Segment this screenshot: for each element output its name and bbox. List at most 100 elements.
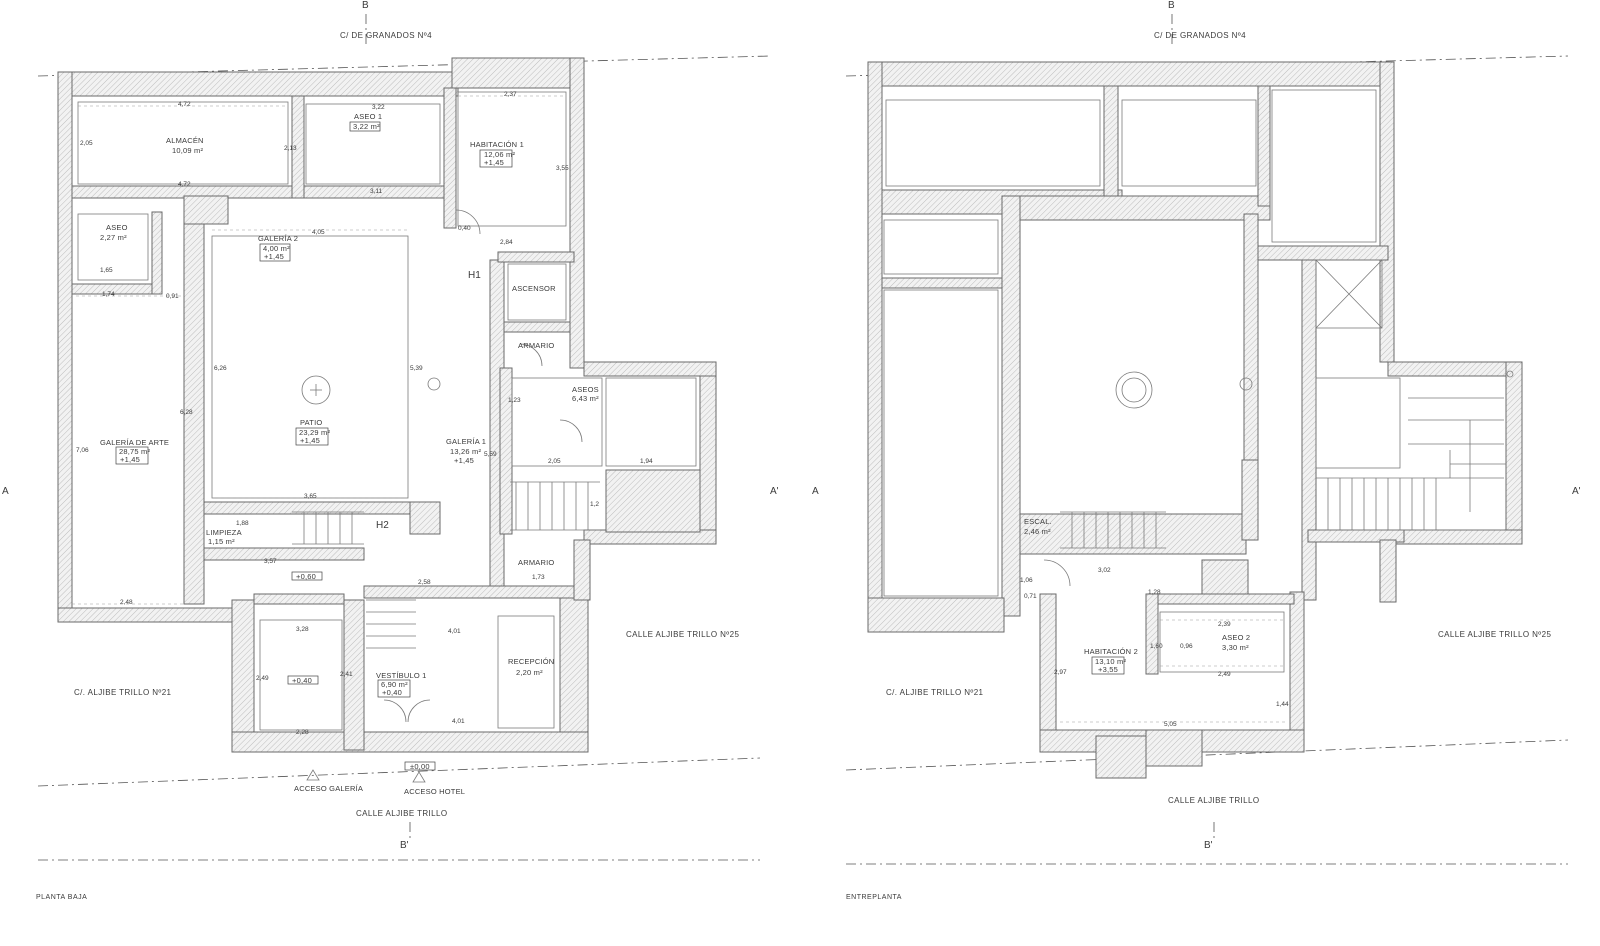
room-galeria-arte-name: GALERÍA DE ARTE bbox=[100, 438, 169, 447]
street-level-value: ±0,00 bbox=[410, 762, 430, 771]
street-top-label-right: C/ DE GRANADOS Nº4 bbox=[1154, 31, 1246, 40]
room-aseo-name: ASEO bbox=[106, 223, 128, 232]
room-patio-level: +1,45 bbox=[300, 436, 320, 445]
wall-gallery-access-north bbox=[253, 593, 345, 605]
room-hab1-area: 12,06 m² bbox=[484, 150, 515, 159]
room-escal-area: 2,46 m² bbox=[1024, 527, 1051, 536]
stairs-south bbox=[292, 511, 364, 545]
room-galeria1-name: GALERÍA 1 bbox=[446, 437, 486, 446]
dim-label: 1,23 bbox=[508, 397, 521, 404]
wall-stair-north bbox=[583, 361, 717, 377]
room-limpieza-name: LIMPIEZA bbox=[206, 528, 242, 537]
dim-label: 1,94 bbox=[640, 458, 653, 465]
access-gallery-label: ACCESO GALERÍA bbox=[294, 784, 363, 793]
room-galeria1-level: +1,45 bbox=[454, 456, 474, 465]
street-left-label: C/. ALJIBE TRILLO Nº21 bbox=[74, 688, 172, 697]
dim-label: 1,65 bbox=[100, 267, 113, 274]
section-b-top-label-right: B bbox=[1168, 0, 1175, 11]
stairs-east bbox=[510, 481, 600, 531]
dim-label: 3,57 bbox=[264, 558, 277, 565]
room-aseos-area: 6,43 m² bbox=[572, 394, 599, 403]
dim-label: 2,49 bbox=[256, 675, 269, 682]
stairs-level: +0,60 bbox=[296, 572, 316, 581]
wall-hab1-west bbox=[443, 87, 457, 229]
room-ascensor-name: ASCENSOR bbox=[512, 284, 556, 293]
room-hab1-name: HABITACIÓN 1 bbox=[470, 140, 524, 149]
dim-label: 2,05 bbox=[548, 458, 561, 465]
dim-label: 4,01 bbox=[452, 718, 465, 725]
street-left-label-right: C/. ALJIBE TRILLO Nº21 bbox=[886, 688, 984, 697]
room-patio-area: 23,29 m² bbox=[299, 428, 330, 437]
plan-caption-right: ENTREPLANTA bbox=[846, 894, 902, 901]
dim-label: 0,96 bbox=[1180, 643, 1193, 650]
room-armario2-name: ARMARIO bbox=[518, 558, 554, 567]
stairs-escal bbox=[1060, 511, 1166, 549]
street-right-label-right: CALLE ALJIBE TRILLO Nº25 bbox=[1438, 630, 1551, 639]
wall-galeria-arte-east bbox=[183, 223, 205, 605]
stairs-right bbox=[1316, 397, 1506, 531]
room-aseo-area: 2,27 m² bbox=[100, 233, 127, 242]
access-hotel-label: ACCESO HOTEL bbox=[404, 787, 465, 796]
room-limpieza-area: 1,15 m² bbox=[208, 537, 235, 546]
dim-label: 2,28 bbox=[296, 729, 309, 736]
door-swing-aseos bbox=[559, 419, 583, 443]
dim-label: 3,65 bbox=[304, 493, 317, 500]
room-recepcion-name: RECEPCIÓN bbox=[508, 657, 554, 666]
room-hab2-name: HABITACIÓN 2 bbox=[1084, 647, 1138, 656]
dim-label: 2,39 bbox=[1218, 621, 1231, 628]
dim-label: 0,40 bbox=[458, 225, 471, 232]
section-b-top-label: B bbox=[362, 0, 369, 11]
room-almacen-name: ALMACÉN bbox=[166, 136, 204, 145]
patio-fountain bbox=[301, 375, 331, 405]
dim-label: 6,26 bbox=[214, 365, 227, 372]
dim-label: 1,88 bbox=[236, 520, 249, 527]
room-vestibulo-name: VESTÍBULO 1 bbox=[376, 671, 427, 680]
room-galeria2-level: +1,45 bbox=[264, 252, 284, 261]
room-hab2-level: +3,55 bbox=[1098, 665, 1118, 674]
dim-label: 1,74 bbox=[102, 291, 115, 298]
stairs-vestibulo bbox=[366, 599, 416, 649]
wall-reception-east bbox=[559, 587, 589, 747]
dim-label: 3,28 bbox=[296, 626, 309, 633]
dim-label: 3,11 bbox=[370, 188, 383, 195]
gallery-access-level: +0,40 bbox=[292, 676, 312, 685]
wall-north bbox=[57, 71, 459, 97]
dim-label: 2,84 bbox=[500, 239, 513, 246]
room-vestibulo-level: +0,40 bbox=[382, 688, 402, 697]
wall-ascensor-north bbox=[497, 251, 575, 263]
access-hotel-triangle bbox=[412, 771, 426, 783]
room-hab1-level: +1,45 bbox=[484, 158, 504, 167]
dim-label: 2,37 bbox=[504, 91, 517, 98]
dim-label: 2,97 bbox=[1054, 669, 1067, 676]
wall-east-upper bbox=[569, 57, 585, 369]
door-swing-hotel-left bbox=[383, 699, 407, 723]
pillar-se bbox=[409, 501, 441, 535]
room-galeria1-area: 13,26 m² bbox=[450, 447, 481, 456]
left-plan bbox=[37, 14, 771, 861]
room-patio-name: PATIO bbox=[300, 418, 322, 427]
dim-label: 3,02 bbox=[1098, 567, 1111, 574]
right-plan bbox=[845, 14, 1569, 865]
dim-label: 5,05 bbox=[1164, 721, 1177, 728]
wall-almacen-east bbox=[291, 95, 305, 199]
dim-label: 5,39 bbox=[410, 365, 423, 372]
wall-vestibulo-west bbox=[343, 599, 365, 751]
dim-label: 7,06 bbox=[76, 447, 89, 454]
street-bottom-label: CALLE ALJIBE TRILLO bbox=[356, 809, 448, 818]
dim-label: 0,91 bbox=[166, 293, 179, 300]
wall-facade-south bbox=[231, 731, 589, 753]
door-swing-hab1 bbox=[455, 209, 481, 235]
patio-fountain-right bbox=[1115, 371, 1153, 409]
room-almacen-area: 10,09 m² bbox=[172, 146, 203, 155]
wall-aseo-east bbox=[151, 211, 163, 295]
mark-h1: H1 bbox=[468, 270, 481, 281]
room-armario1-name: ARMARIO bbox=[518, 341, 554, 350]
section-b-bottom-label-right: B' bbox=[1204, 840, 1213, 851]
access-gallery-triangle bbox=[306, 769, 320, 781]
street-right-label: CALLE ALJIBE TRILLO Nº25 bbox=[626, 630, 739, 639]
dim-label: 1,73 bbox=[532, 574, 545, 581]
pillar-nw bbox=[183, 195, 229, 225]
room-recepcion-area: 2,20 m² bbox=[516, 668, 543, 677]
